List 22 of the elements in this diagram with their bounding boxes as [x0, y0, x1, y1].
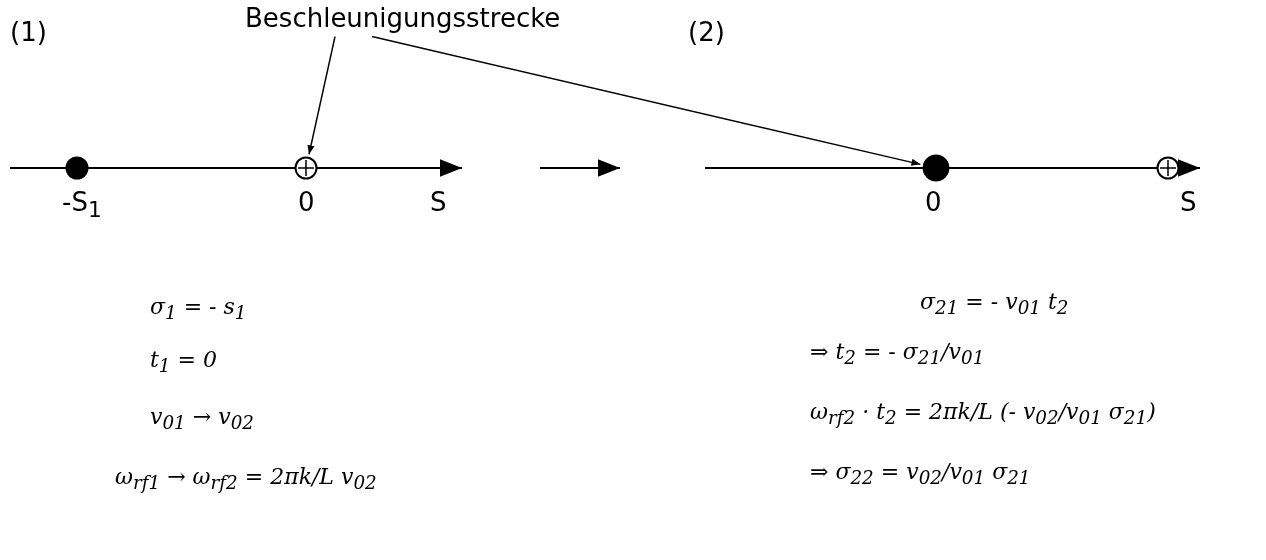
equation: ω$_{rf1}$ → ω$_{rf2}$ = 2πk/L v$_{02}$ — [115, 465, 377, 494]
axis-label: S — [430, 188, 447, 217]
circled-plus-marker — [294, 156, 318, 180]
equation: ω$_{rf2}$ · t$_{2}$ = 2πk/L (- v$_{02}$/v$_{01}$ σ$_{21}$) — [810, 400, 1156, 429]
axis-label: 0 — [298, 188, 315, 217]
panel-number: (2) — [688, 18, 725, 47]
axis-label: 0 — [925, 188, 942, 217]
axis-label: -S$_{1}$ — [62, 188, 102, 222]
leader-line — [371, 35, 922, 166]
equation: ⇒ t$_{2}$ = - σ$_{21}$/v$_{01}$ — [810, 340, 985, 369]
filled-dot — [65, 156, 89, 180]
equation: σ$_{1}$ = - s$_{1}$ — [150, 295, 247, 324]
equation: σ$_{21}$ = - v$_{01}$ t$_{2}$ — [920, 290, 1069, 319]
equation: v$_{01}$ → v$_{02}$ — [150, 405, 254, 434]
panel-number: (1) — [10, 18, 47, 47]
equation: t$_{1}$ = 0 — [150, 348, 217, 377]
equation: ⇒ σ$_{22}$ = v$_{02}$/v$_{01}$ σ$_{21}$ — [810, 460, 1031, 489]
axis-label: S — [1180, 188, 1197, 217]
circled-plus-marker — [1156, 156, 1180, 180]
leader-line — [307, 35, 336, 156]
filled-dot — [922, 154, 950, 182]
callout-text: Beschleunigungsstrecke — [245, 4, 561, 33]
